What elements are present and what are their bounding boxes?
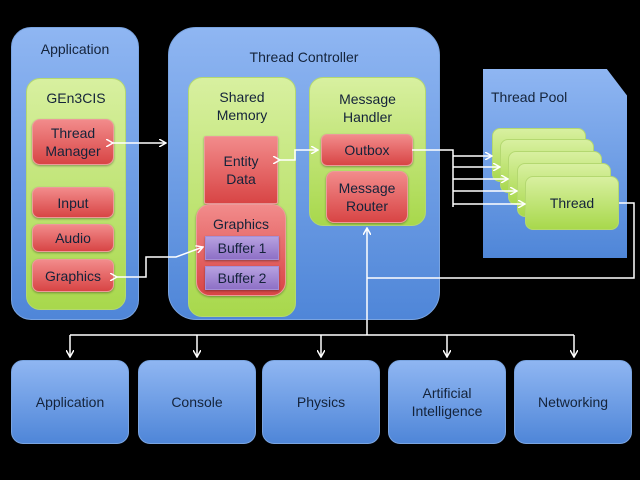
wire-graphics-buffer xyxy=(117,247,203,277)
engine-panel: GEn3CIS Thread Manager Input Audio Graph… xyxy=(26,78,126,310)
message-router-block[interactable]: Message Router xyxy=(326,171,408,223)
thread-manager-module[interactable]: Thread Manager xyxy=(32,119,114,165)
thread-block[interactable]: Thread xyxy=(525,176,619,230)
buffer-2[interactable]: Buffer 2 xyxy=(205,266,279,290)
subsystem-networking[interactable]: Networking xyxy=(514,360,632,444)
entity-data-block[interactable]: Entity Data xyxy=(204,136,278,204)
outbox-block[interactable]: Outbox xyxy=(321,134,413,166)
input-module[interactable]: Input xyxy=(32,187,114,218)
message-handler-panel: Message Handler Outbox Message Router xyxy=(309,77,426,226)
subsystem-console[interactable]: Console xyxy=(138,360,256,444)
graphics-buffers-title: Graphics xyxy=(212,216,270,232)
subsystem-artificial-intelligence[interactable]: Artificial Intelligence xyxy=(388,360,506,444)
engine-title: GEn3CIS xyxy=(46,90,106,106)
graphics-module[interactable]: Graphics xyxy=(32,259,114,292)
application-title: Application xyxy=(40,41,110,57)
application-panel: Application GEn3CIS Thread Manager Input… xyxy=(11,27,139,320)
thread-pool-title: Thread Pool xyxy=(491,89,568,105)
shared-memory-panel: Shared Memory Entity Data Graphics Buffe… xyxy=(188,77,296,317)
subsystem-physics[interactable]: Physics xyxy=(262,360,380,444)
thread-controller-title: Thread Controller xyxy=(249,49,359,65)
wire-outbox-pool xyxy=(412,149,454,207)
shared-memory-title: Shared Memory xyxy=(216,89,268,123)
buffer-1[interactable]: Buffer 1 xyxy=(205,236,279,260)
audio-module[interactable]: Audio xyxy=(32,224,114,252)
message-handler-title: Message Handler xyxy=(339,91,396,125)
wire-entity-outbox xyxy=(280,150,318,160)
subsystem-application[interactable]: Application xyxy=(11,360,129,444)
graphics-buffers-panel: Graphics Buffer 1 Buffer 2 xyxy=(196,204,286,296)
wire-thread-return xyxy=(367,202,635,279)
thread-controller-panel: Thread Controller Shared Memory Entity D… xyxy=(168,27,440,320)
